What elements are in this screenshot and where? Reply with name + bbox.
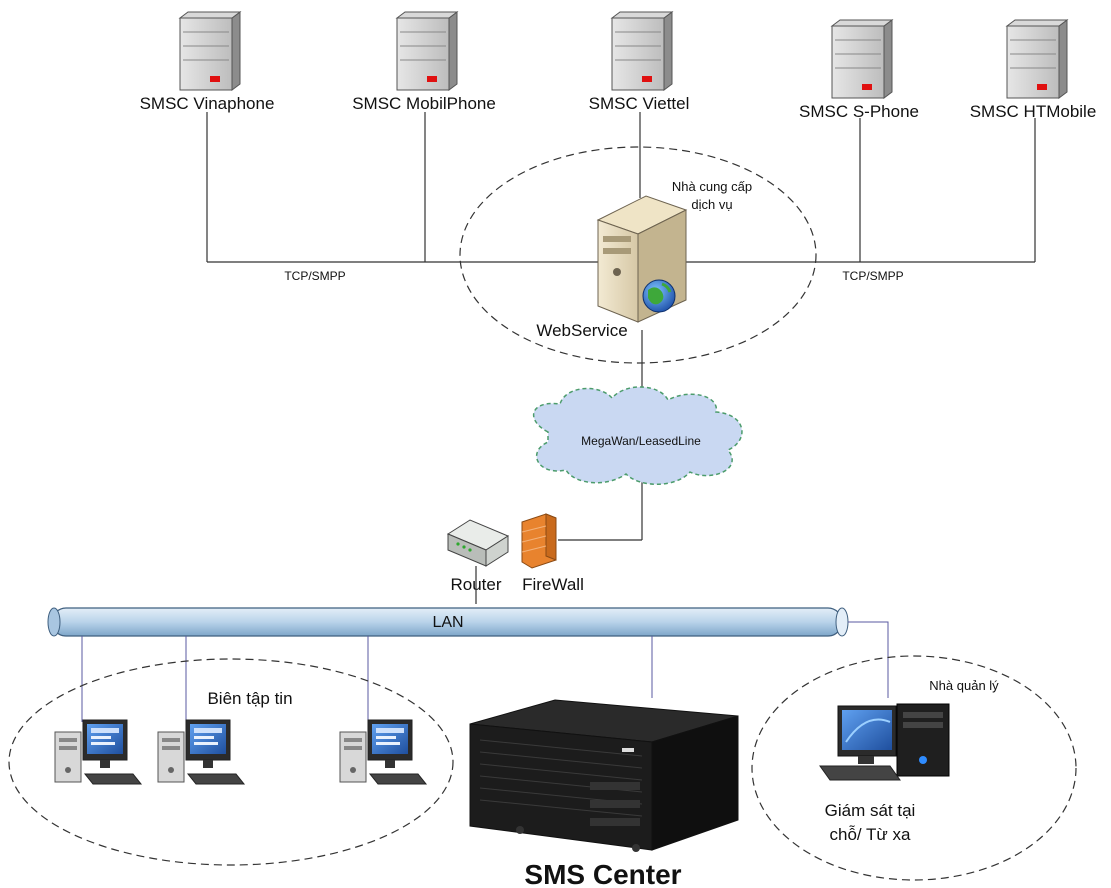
editor-pc-icon	[339, 719, 427, 785]
protocol-label-right: TCP/SMPP	[842, 269, 903, 283]
protocol-label-left: TCP/SMPP	[284, 269, 345, 283]
manager-zone	[751, 655, 1077, 881]
firewall-icon	[521, 513, 557, 569]
provider-label-line1: Nhà cung cấp	[672, 179, 752, 194]
firewall-label: FireWall	[522, 575, 584, 594]
smsc-viettel: SMSC Viettel	[589, 11, 690, 113]
provider-zone	[459, 146, 817, 364]
monitor-label-line2: chỗ/ Từ xa	[830, 825, 912, 844]
smsc-htmobile: SMSC HTMobile	[970, 19, 1097, 121]
server-icon	[396, 11, 458, 91]
server-icon	[611, 11, 673, 91]
editors-zone	[8, 658, 454, 866]
manager-label: Nhà quản lý	[929, 678, 999, 693]
smsc-vinaphone: SMSC Vinaphone	[140, 11, 275, 113]
editors-label: Biên tập tin	[207, 689, 292, 708]
globe-icon	[642, 279, 676, 313]
router-icon	[446, 519, 510, 567]
server-icon	[1006, 19, 1068, 99]
sms-center-server-icon	[469, 699, 739, 852]
wan-cloud-icon	[532, 386, 743, 485]
editor-pc-icon	[157, 719, 245, 785]
sms-center-label: SMS Center	[524, 859, 681, 888]
smsc-mobilphone: SMSC MobilPhone	[352, 11, 496, 113]
editor-pc-icon	[54, 719, 142, 785]
manager-pc-icon	[819, 703, 950, 781]
server-icon	[831, 19, 893, 99]
webservice-label: WebService	[536, 321, 627, 340]
wan-label: MegaWan/LeasedLine	[581, 434, 701, 448]
lan-label: LAN	[432, 614, 463, 631]
lan-bus	[47, 607, 849, 637]
smsc-label: SMSC Viettel	[589, 94, 690, 113]
lan-drops	[81, 621, 889, 722]
smsc-label: SMSC MobilPhone	[352, 94, 496, 113]
smsc-s-phone: SMSC S-Phone	[799, 19, 919, 121]
smsc-label: SMSC S-Phone	[799, 102, 919, 121]
monitor-label-line1: Giám sát tại	[825, 801, 916, 820]
smsc-label: SMSC Vinaphone	[140, 94, 275, 113]
smsc-label: SMSC HTMobile	[970, 102, 1097, 121]
provider-label-line2: dịch vụ	[691, 197, 732, 212]
server-icon	[179, 11, 241, 91]
